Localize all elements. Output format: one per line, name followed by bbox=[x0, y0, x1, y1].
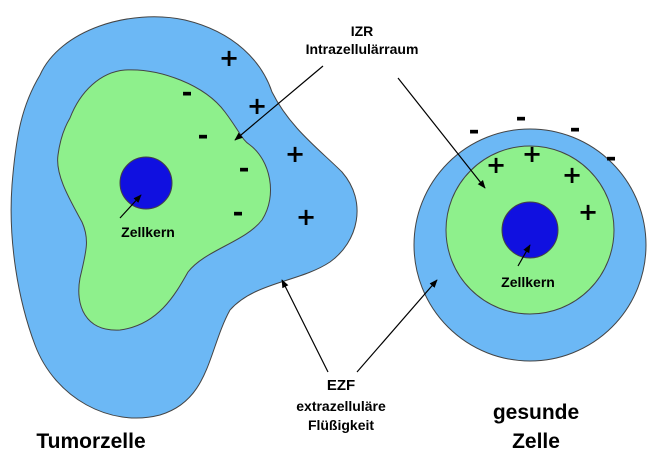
healthy-charge-plus: + bbox=[578, 198, 598, 226]
tumor-charge-plus: + bbox=[296, 203, 316, 231]
tumor-charge-minus: - bbox=[233, 198, 244, 228]
tumor-charge-minus: - bbox=[239, 154, 250, 184]
tumor-nucleus-label: Zellkern bbox=[121, 224, 175, 240]
ezf-arrow-to-healthy bbox=[357, 280, 437, 372]
ezf-line1-label: extrazelluläre bbox=[296, 398, 386, 414]
tumor-charge-minus: - bbox=[182, 78, 193, 108]
healthy-nucleus bbox=[502, 202, 558, 258]
healthy-charge-minus: - bbox=[570, 114, 581, 144]
healthy-charge-minus: - bbox=[469, 116, 480, 146]
healthy-charge-plus: + bbox=[562, 161, 582, 189]
tumor-charge-plus: + bbox=[285, 140, 305, 168]
izr-label: IZR bbox=[351, 23, 374, 39]
healthy-nucleus-label: Zellkern bbox=[501, 274, 555, 290]
izr-full-label: Intrazellulärraum bbox=[306, 41, 419, 57]
ezf-arrow-to-tumor bbox=[282, 280, 328, 372]
tumor-charge-plus: + bbox=[219, 44, 239, 72]
tumor-charge-minus: - bbox=[198, 121, 209, 151]
healthy-charge-minus: - bbox=[606, 143, 617, 173]
tumor-cell-title: Tumorzelle bbox=[36, 430, 145, 453]
ezf-label: EZF bbox=[327, 377, 355, 394]
ezf-line2-label: Flüßigkeit bbox=[308, 417, 374, 433]
healthy-cell-title-line2: Zelle bbox=[512, 430, 560, 453]
healthy-charge-plus: + bbox=[486, 151, 506, 179]
healthy-charge-minus: - bbox=[516, 103, 527, 133]
healthy-cell-title-line1: gesunde bbox=[493, 401, 579, 424]
tumor-nucleus bbox=[120, 157, 172, 209]
healthy-charge-plus: + bbox=[522, 140, 542, 168]
